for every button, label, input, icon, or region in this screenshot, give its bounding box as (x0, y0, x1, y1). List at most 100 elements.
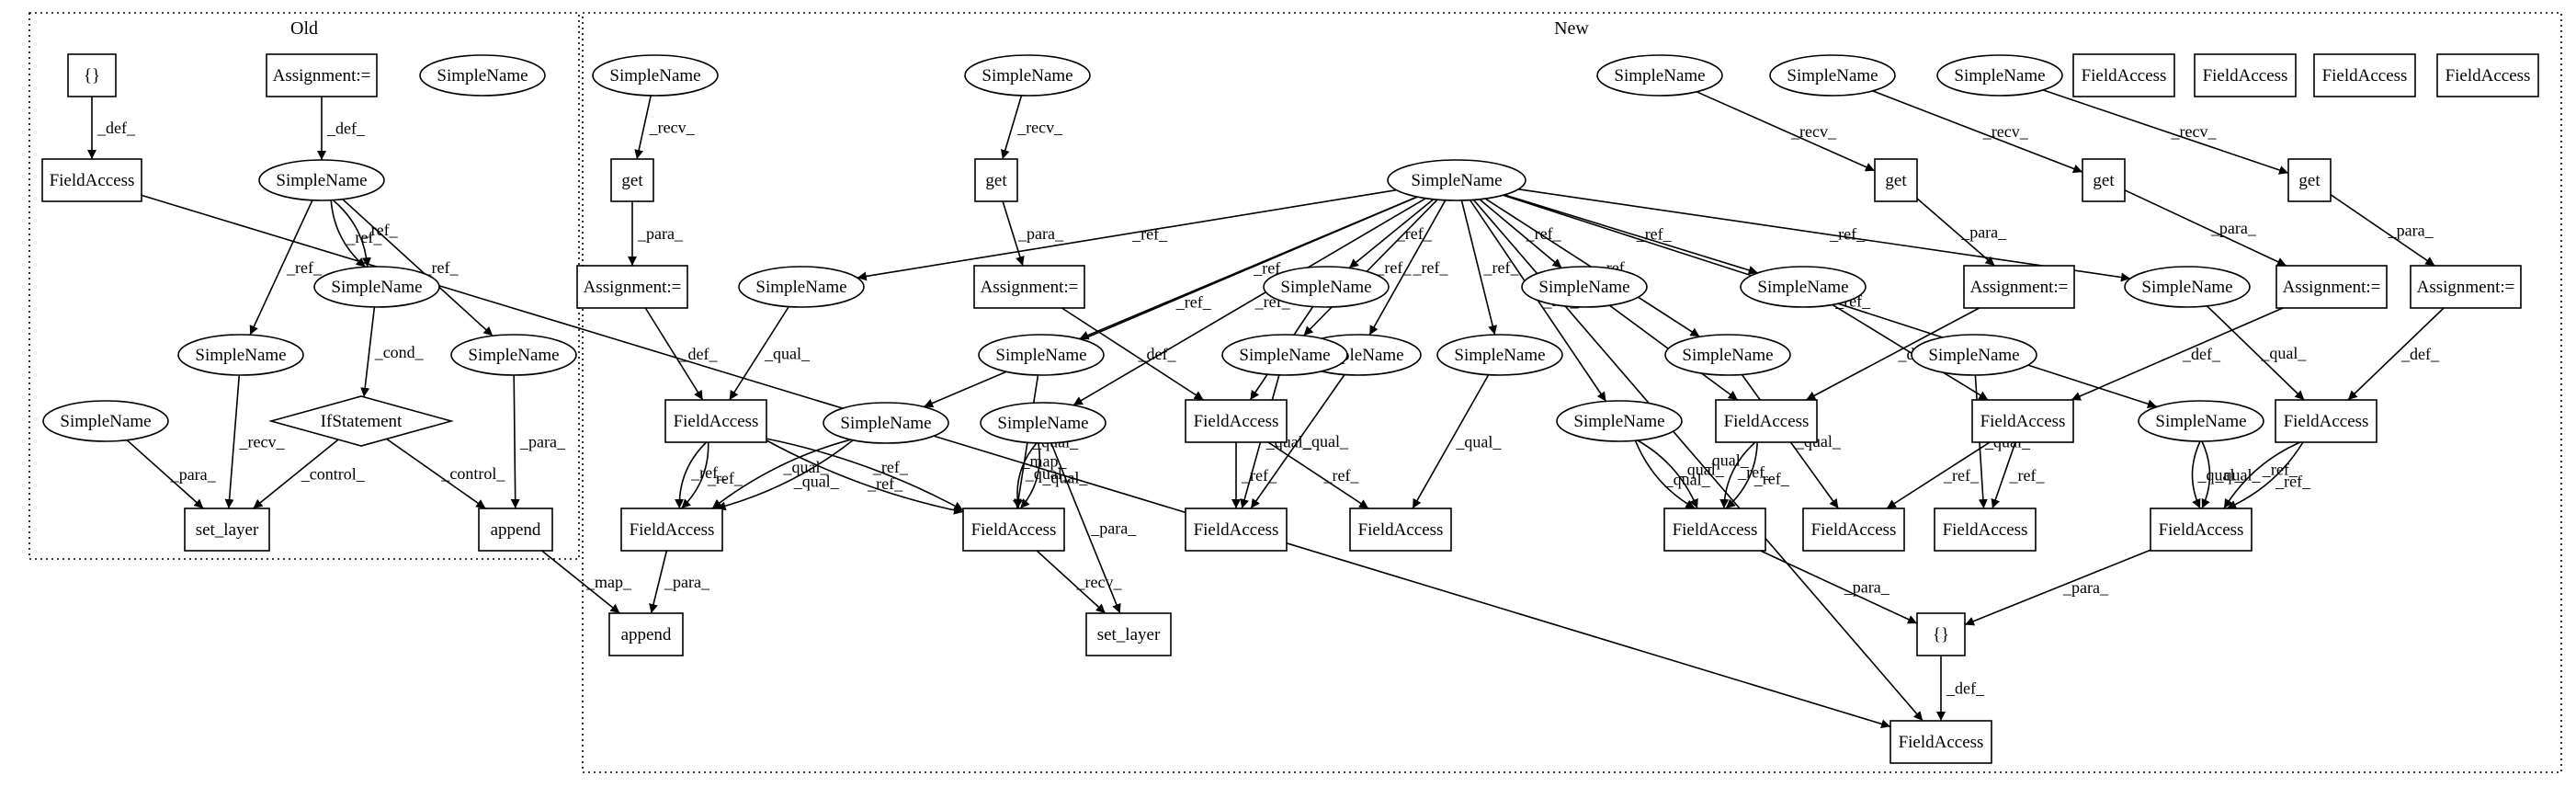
node-n_sn_t2: SimpleName (964, 54, 1091, 97)
node-shape (2124, 266, 2251, 308)
edge-n_sn_t3-to-n_get3 (1696, 91, 1876, 172)
node-shape (2138, 400, 2264, 442)
node-label: SimpleName (437, 66, 528, 86)
node-n_sn_t3: SimpleName (1596, 54, 1723, 97)
edge-label: _ref_ (1323, 466, 1360, 485)
edge-n_sn_r5-to-n_fa_m5 (2207, 305, 2305, 401)
node-label: FieldAccess (2284, 412, 2369, 431)
edge-label: _recv_ (239, 433, 286, 451)
node-label: Assignment:= (584, 278, 682, 297)
edge-n_as3-to-n_fa_m3 (1805, 307, 1980, 401)
node-shape (1963, 265, 2075, 309)
node-shape (2072, 53, 2175, 97)
node-label: SimpleName (276, 171, 367, 190)
node-label: FieldAccess (1673, 520, 1758, 540)
edge-label: _def_ (679, 345, 719, 363)
node-label: SimpleName (1280, 278, 1371, 297)
node-shape (1556, 400, 1683, 442)
node-shape (1889, 720, 1992, 764)
edge-label: _recv_ (1982, 122, 2029, 141)
node-label: FieldAccess (2159, 520, 2244, 540)
node-n_sn_hub: SimpleName (1387, 159, 1526, 201)
edge-label: _qual_ (1703, 451, 1750, 470)
edge-n_sn_hub-to-n_sn_s1 (923, 196, 1418, 408)
node-shape (1185, 399, 1288, 443)
node-shape (1349, 508, 1452, 552)
node-shape (1596, 54, 1723, 97)
node-n_setlayer: set_layer (1085, 612, 1172, 656)
cluster-new: New (582, 12, 2562, 773)
node-shape (973, 265, 1085, 309)
node-n_sn_r5: SimpleName (2124, 266, 2251, 308)
node-n_sn_r1: SimpleName (738, 266, 865, 308)
node-shape (41, 158, 142, 202)
edge-label: _def_ (1138, 345, 1177, 363)
node-shape (1387, 159, 1526, 201)
node-n_sn_s2: SimpleName (980, 402, 1106, 444)
node-n_sn_s1: SimpleName (823, 402, 949, 444)
node-shape (177, 334, 304, 376)
edge-o_sn_far-to-o_setlayer (126, 439, 204, 509)
node-shape (576, 265, 688, 309)
node-label: SimpleName (1411, 171, 1502, 190)
node-label: FieldAccess (1943, 520, 2028, 540)
edge-o_sn_right-to-o_append (510, 374, 520, 509)
edge-n_fa_b2-to-n_setlayer (1036, 550, 1106, 614)
node-label: SimpleName (1757, 278, 1848, 297)
edge-n_fa_m3-to-n_fa_b5 (1725, 441, 1758, 509)
edge-n_sn_hub-to-n_sn_r1 (857, 188, 1397, 281)
edge-n_fa_m1-to-n_fa_b1 (675, 441, 708, 509)
node-n_fa_b3: FieldAccess (1185, 508, 1288, 552)
edge-label: _control_ (301, 465, 366, 484)
edge-o_sn_main-to-o_sn_right (342, 199, 494, 336)
node-label: SimpleName (1454, 346, 1545, 365)
edge-label: _def_ (2400, 345, 2440, 363)
node-shape (962, 508, 1065, 552)
node-shape (823, 402, 949, 444)
node-n_get1: get (610, 158, 654, 202)
edge-n_as2-to-n_fa_m2 (1061, 307, 1205, 401)
node-shape (2410, 265, 2522, 309)
node-shape (2287, 158, 2332, 202)
edge-n_sn_hub-to-n_sn_r4 (1504, 194, 1758, 275)
edge-label: _para_ (1090, 519, 1137, 537)
node-shape (1916, 612, 1966, 656)
edge-label: _ref_ (2262, 461, 2298, 479)
edge-label: _para_ (1960, 223, 2007, 242)
node-n_get5: get (2287, 158, 2332, 202)
edge-n_sn_t2-to-n_get2 (1000, 95, 1023, 160)
node-n_sn_r2: SimpleName (1263, 266, 1390, 308)
node-n_fa_t4: FieldAccess (2436, 53, 2539, 97)
node-shape (1936, 54, 2063, 97)
edge-label: _para_ (170, 465, 217, 484)
edge-n_fa_m1-to-n_fa_b1 (680, 441, 709, 509)
node-o_assign: Assignment:= (266, 53, 378, 97)
edge-label: _ref_ (1737, 462, 1774, 481)
edge-n_sn_hub-to-n_sn_r3 (1479, 199, 1562, 269)
node-label: SimpleName (2155, 412, 2246, 431)
node-n_sn_s5: SimpleName (1664, 334, 1791, 376)
node-label: FieldAccess (50, 171, 135, 190)
node-o_if: IfStatement (267, 395, 455, 447)
edge-label: _cond_ (374, 343, 425, 361)
node-shape (2436, 53, 2539, 97)
node-shape (1911, 334, 2037, 376)
edge-label: _ref_ (1175, 292, 1212, 311)
node-n_get3: get (1874, 158, 1918, 202)
node-label: set_layer (196, 520, 259, 540)
edge-n_sn_s2-to-n_setlayer (1050, 442, 1121, 614)
node-n_sn_r4: SimpleName (1740, 266, 1867, 308)
node-n_sn_u2: SimpleName (1221, 334, 1348, 376)
edge-label: _def_ (2182, 345, 2221, 363)
node-n_fa_t2: FieldAccess (2194, 53, 2297, 97)
node-n_sn_s6: SimpleName (1911, 334, 2037, 376)
edge-n_sn_hub-to-n_sn_s4 (1460, 200, 1498, 336)
node-label: SimpleName (1787, 66, 1878, 86)
node-label: FieldAccess (1811, 520, 1897, 540)
edge-label: _recv_ (1790, 122, 1837, 141)
node-label: FieldAccess (1194, 412, 1279, 431)
node-n_fa_b4: FieldAccess (1349, 508, 1452, 552)
node-n_get2: get (974, 158, 1018, 202)
edge-n_sn_u4-to-n_fa_b8 (2191, 440, 2201, 509)
node-label: FieldAccess (2082, 66, 2167, 86)
